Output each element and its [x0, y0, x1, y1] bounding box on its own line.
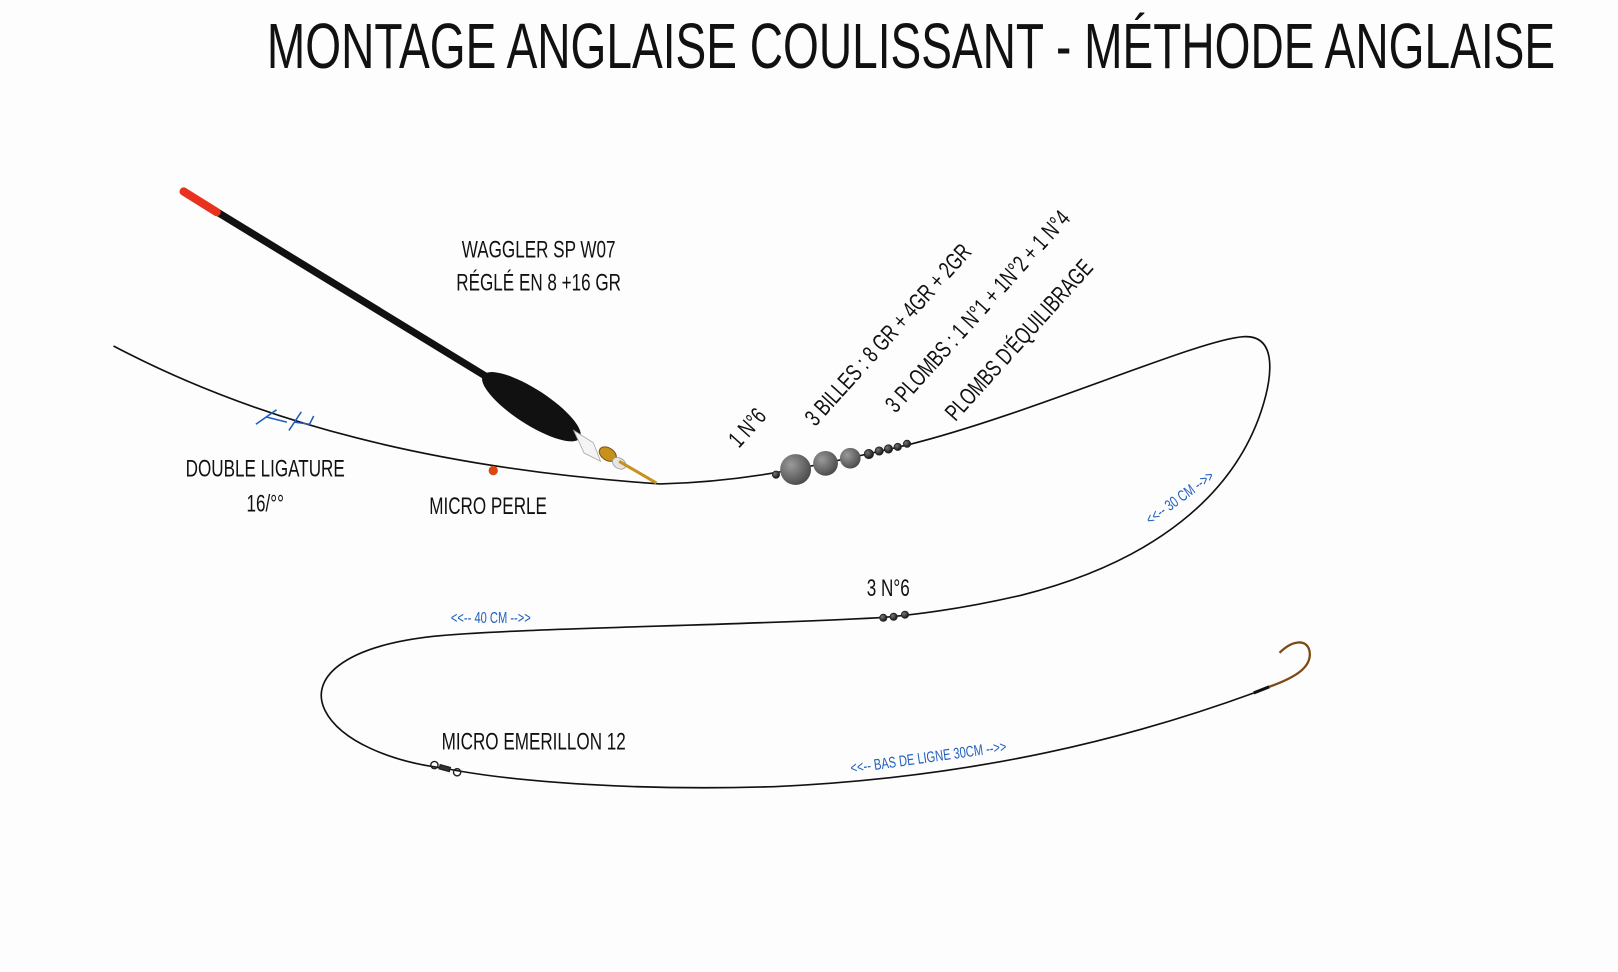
line-diameter-label: 16/°°: [246, 491, 283, 517]
title: MONTAGE ANGLAISE COULISSANT - MÉTHODE AN…: [267, 11, 1555, 82]
swivel-icon: [430, 760, 462, 777]
micro-bead-icon: [488, 465, 498, 476]
ligature-marks-icon: [255, 409, 315, 431]
line-name-label: DOUBLE LIGATURE: [186, 456, 345, 482]
title-text: MONTAGE ANGLAISE COULISSANT - MÉTHODE AN…: [267, 11, 1555, 82]
hook-icon: [1253, 641, 1311, 695]
float-setting-label: RÉGLÉ EN 8 +16 GR: [456, 270, 621, 296]
waggler-float-icon: [179, 187, 658, 485]
shots-group: [771, 439, 912, 622]
float-name-label: WAGGLER SP W07: [462, 237, 616, 263]
lower-shots-label: 3 N°6: [867, 576, 910, 602]
swivel-label: MICRO EMERILLON 12: [442, 729, 626, 755]
measure-leader: <<-- BAS DE LIGNE 30CM -->>: [849, 738, 1007, 777]
measure-40cm: <<-- 40 CM -->>: [451, 609, 531, 626]
measure-30cm: <<-- 30 CM -->>: [1142, 467, 1217, 528]
micro-bead-label: MICRO PERLE: [429, 493, 547, 519]
main-line: [113, 335, 1271, 789]
stop-shot-label: 1 N°6: [723, 403, 771, 452]
